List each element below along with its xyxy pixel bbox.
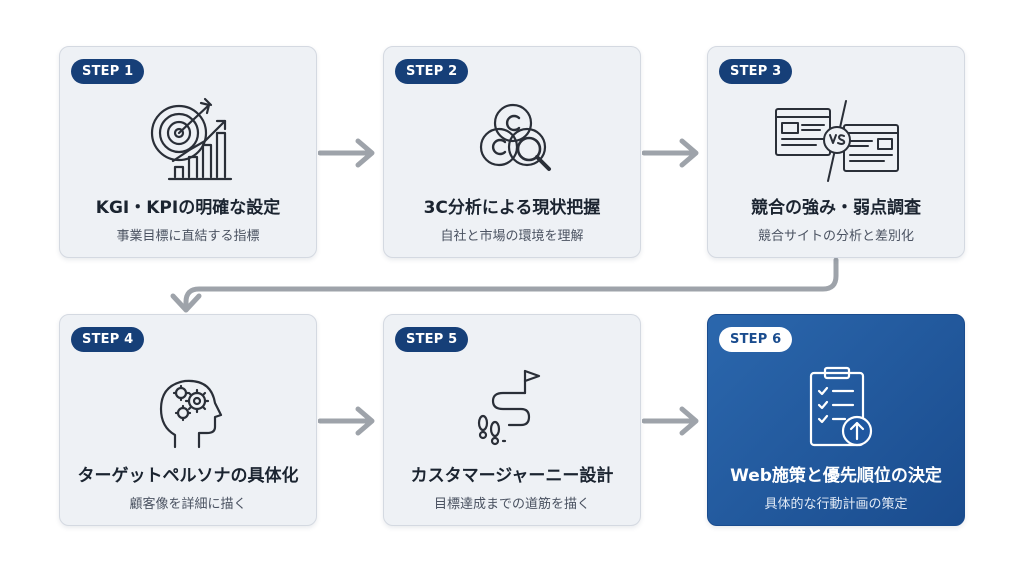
step-badge: STEP 5 [395,327,469,352]
target-growth-chart-icon [139,95,239,187]
clipboard-checklist-arrow-icon [787,363,887,455]
step-card-1: STEP 1 KGI・KPIの明確な設定 事業目標に直結する指標 [59,46,317,258]
footprints-path-flag-icon [463,363,563,455]
arrow-step5-to-step6 [642,406,699,436]
step-title: KGI・KPIの明確な設定 [95,198,281,218]
step-subtitle: 競合サイトの分析と差別化 [757,229,914,244]
three-circles-magnifier-icon [463,95,563,187]
step-title: 競合の強み・弱点調査 [751,198,921,218]
arrow-step3-to-step4 [170,257,839,313]
arrow-step4-to-step5 [318,406,375,436]
step-badge: STEP 4 [71,327,145,352]
step-title: Web施策と優先順位の決定 [730,466,942,486]
head-gears-icon [139,363,239,455]
step-badge: STEP 3 [719,59,793,84]
step-title: カスタマージャーニー設計 [410,466,614,486]
arrow-step2-to-step3 [642,138,699,168]
step-card-3: STEP 3 競合の強み・弱点調査 競合サイトの分析と差別化 [707,46,965,258]
arrow-step1-to-step2 [318,138,375,168]
step-subtitle: 目標達成までの道筋を描く [433,497,590,512]
step-badge: STEP 1 [71,59,145,84]
step-card-2: STEP 2 3C分析による現状把握 自社と市場の環境を理解 [383,46,641,258]
step-badge: STEP 6 [719,327,793,352]
step-subtitle: 自社と市場の環境を理解 [440,229,584,244]
step-subtitle: 顧客像を詳細に描く [129,497,247,512]
step-card-5: STEP 5 カスタマージャーニー設計 目標達成までの道筋を描く [383,314,641,526]
step-subtitle: 事業目標に直結する指標 [116,229,260,244]
step-title: ターゲットペルソナの具体化 [77,466,299,486]
versus-websites-icon [772,95,902,187]
step-subtitle: 具体的な行動計画の策定 [764,497,908,512]
step-badge: STEP 2 [395,59,469,84]
step-title: 3C分析による現状把握 [423,198,601,218]
step-card-6: STEP 6 Web施策と優先順位の決定 具体的な行動計画の策定 [707,314,965,526]
step-card-4: STEP 4 ターゲットペルソナの具体化 顧客像を詳細に描く [59,314,317,526]
